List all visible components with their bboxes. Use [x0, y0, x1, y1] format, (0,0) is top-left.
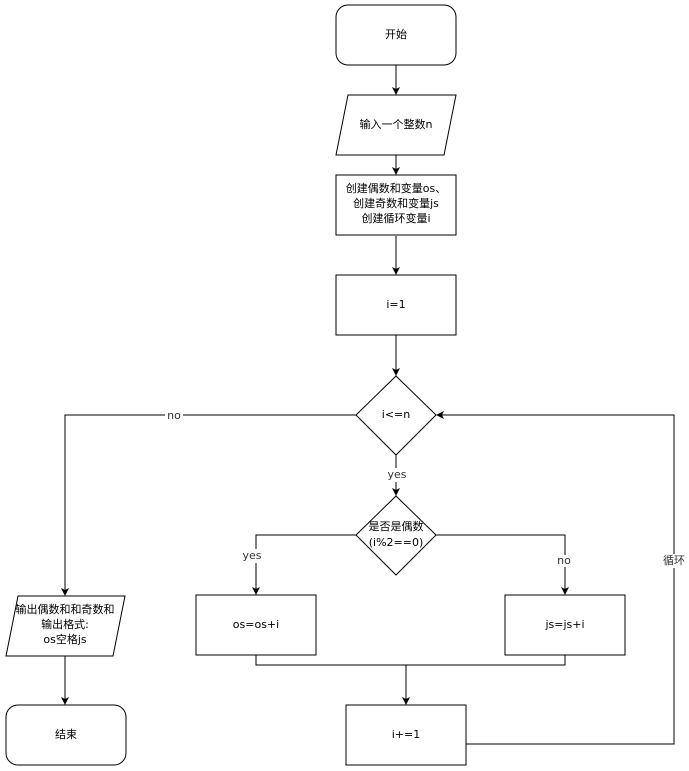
- node-input-n-label: 输入一个整数n: [360, 117, 433, 131]
- edge-addeven-increment: [255, 655, 410, 705]
- node-output-line1: 输出偶数和和奇数和: [16, 602, 115, 616]
- node-start-label: 开始: [385, 27, 407, 41]
- edges: [61, 65, 675, 745]
- node-cond-even[interactable]: 是否是偶数 (i%2==0): [355, 495, 437, 576]
- edge-condeven-addodd: [436, 534, 569, 595]
- edge-label-no-loop: no: [167, 409, 181, 422]
- edge-condloop-output: [61, 414, 356, 596]
- node-output[interactable]: 输出偶数和和奇数和 输出格式: os空格js: [5, 595, 126, 657]
- node-end-label: 结束: [55, 728, 77, 741]
- node-init-i[interactable]: i=1: [335, 274, 457, 336]
- node-init-vars-line1: 创建偶数和变量os、: [346, 181, 446, 195]
- node-init-vars-line2: 创建奇数和变量js: [353, 196, 439, 210]
- node-init-i-label: i=1: [386, 298, 405, 311]
- node-output-line3: os空格js: [43, 632, 87, 646]
- node-init-vars[interactable]: 创建偶数和变量os、 创建奇数和变量js 创建循环变量i: [335, 174, 457, 236]
- node-cond-loop-label: i<=n: [382, 408, 410, 421]
- node-cond-loop[interactable]: i<=n: [355, 375, 437, 456]
- node-end[interactable]: 结束: [5, 704, 127, 766]
- edge-label-no-even: no: [557, 554, 571, 567]
- edge-label-yes-even: yes: [242, 549, 261, 562]
- node-output-line2: 输出格式:: [41, 617, 89, 631]
- edge-label-loop: 循环: [663, 554, 685, 567]
- node-init-vars-line3: 创建循环变量i: [361, 211, 430, 225]
- node-add-odd-label: js=js+i: [544, 618, 584, 631]
- edge-label-yes-loop: yes: [387, 468, 406, 481]
- node-add-odd[interactable]: js=js+i: [504, 594, 626, 656]
- node-cond-even-line2: (i%2==0): [369, 536, 424, 549]
- node-add-even-label: os=os+i: [233, 618, 279, 631]
- node-input-n[interactable]: 输入一个整数n: [335, 94, 457, 156]
- edge-condeven-addeven: [252, 534, 356, 595]
- node-increment-label: i+=1: [392, 728, 421, 741]
- edge-addodd-increment: [406, 655, 566, 666]
- edge-labels: yes no yes no 循环: [165, 409, 688, 568]
- node-start[interactable]: 开始: [335, 4, 457, 66]
- edge-increment-condloop: [436, 411, 675, 745]
- node-add-even[interactable]: os=os+i: [195, 594, 317, 656]
- node-increment[interactable]: i+=1: [345, 704, 467, 766]
- node-cond-even-line1: 是否是偶数: [369, 520, 424, 533]
